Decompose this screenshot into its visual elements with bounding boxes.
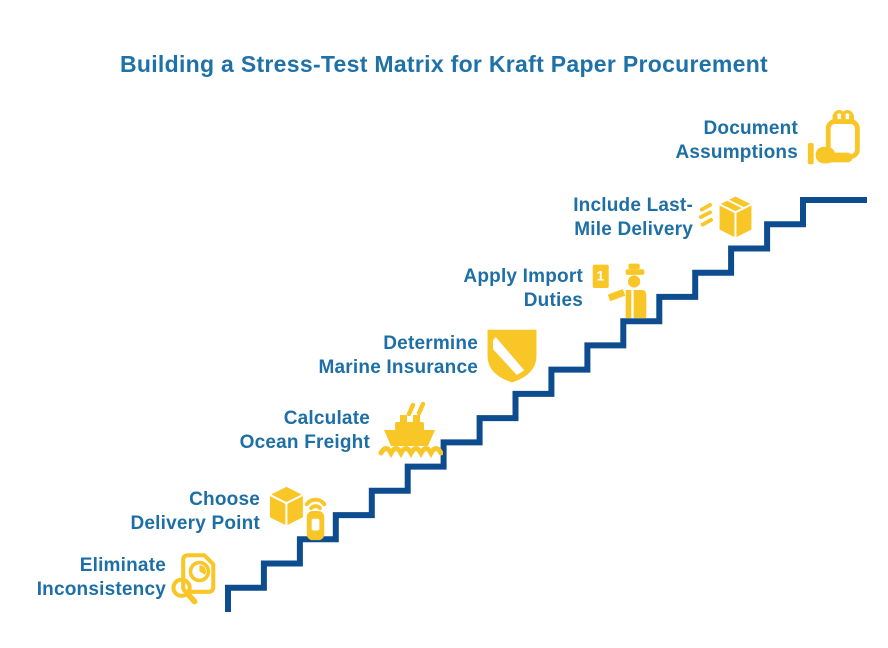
marine-insurance-shield-icon bbox=[487, 329, 537, 383]
step-include-last-mile-delivery: Include Last- Mile Delivery bbox=[556, 190, 758, 246]
svg-text:1: 1 bbox=[597, 268, 605, 284]
audit-document-magnifier-icon bbox=[171, 553, 216, 605]
fast-delivery-box-icon bbox=[698, 194, 754, 240]
step-label: Calculate Ocean Freight bbox=[239, 408, 370, 453]
step-label: Document Assumptions bbox=[675, 118, 798, 163]
step-label: Include Last- Mile Delivery bbox=[573, 195, 693, 240]
step-document-assumptions: Document Assumptions bbox=[666, 108, 869, 174]
step-calculate-ocean-freight: Calculate Ocean Freight bbox=[218, 400, 443, 462]
step-label: Determine Marine Insurance bbox=[318, 333, 478, 378]
cargo-ship-icon bbox=[378, 401, 443, 459]
staircase-path bbox=[225, 197, 867, 612]
step-label: Eliminate Inconsistency bbox=[36, 555, 166, 600]
step-choose-delivery-point: Choose Delivery Point bbox=[114, 479, 335, 545]
step-eliminate-inconsistency: Eliminate Inconsistency bbox=[28, 549, 223, 607]
step-determine-marine-insurance: Determine Marine Insurance bbox=[296, 324, 541, 388]
step-apply-import-duties: Apply Import Duties 1 bbox=[446, 258, 652, 320]
customs-officer-icon: 1 bbox=[592, 263, 647, 319]
hand-notepad-icon bbox=[807, 109, 860, 165]
step-label: Choose Delivery Point bbox=[130, 489, 260, 534]
package-tracker-icon bbox=[267, 484, 327, 541]
page-title: Building a Stress-Test Matrix for Kraft … bbox=[119, 51, 769, 78]
step-label: Apply Import Duties bbox=[463, 266, 583, 311]
